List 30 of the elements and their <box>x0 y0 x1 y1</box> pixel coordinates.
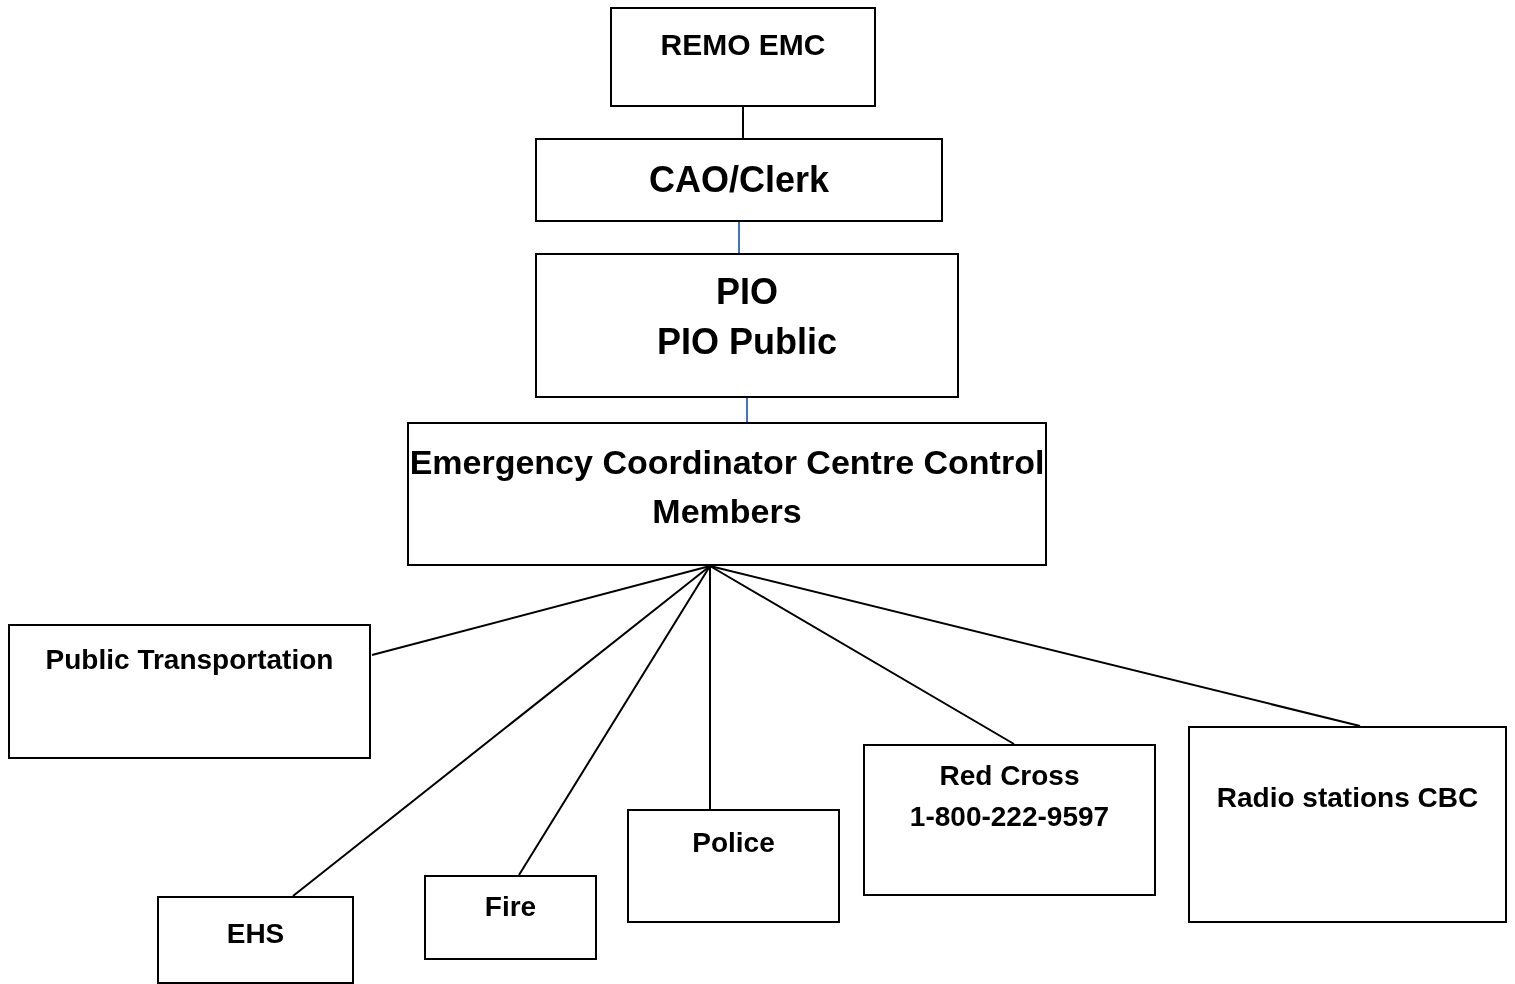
process-box <box>535 138 943 222</box>
node-label: Fire <box>483 890 538 924</box>
node-label: Public Transportation <box>44 643 335 677</box>
process-box <box>863 744 1156 896</box>
process-box <box>424 875 597 960</box>
node-label: PIO Public <box>655 320 838 365</box>
process-box <box>157 896 354 984</box>
connector-line <box>518 565 711 876</box>
node-label: CAO/Clerk <box>647 158 831 202</box>
process-box <box>627 809 840 923</box>
process-box <box>535 253 959 398</box>
node-label: Radio stations CBC <box>1215 781 1480 815</box>
node-label: Red Cross <box>938 759 1081 793</box>
connector-line <box>738 221 740 254</box>
node-label: Emergency Coordinator Centre Control Members <box>409 442 1045 533</box>
node-label: 1-800-222-9597 <box>908 799 1111 834</box>
node-label: Police <box>691 826 776 860</box>
connector-line <box>746 397 748 423</box>
process-box <box>1188 726 1507 923</box>
process-box <box>8 624 371 759</box>
node-label: PIO <box>715 270 779 314</box>
connector-line <box>742 106 744 139</box>
node-label: REMO EMC <box>659 27 827 63</box>
node-label: EHS <box>225 917 286 951</box>
connector-line <box>709 565 1015 745</box>
connector-line <box>292 565 711 897</box>
connector-line <box>709 565 1361 727</box>
process-box <box>407 422 1047 566</box>
connector-line <box>709 565 711 810</box>
process-box <box>610 7 876 107</box>
